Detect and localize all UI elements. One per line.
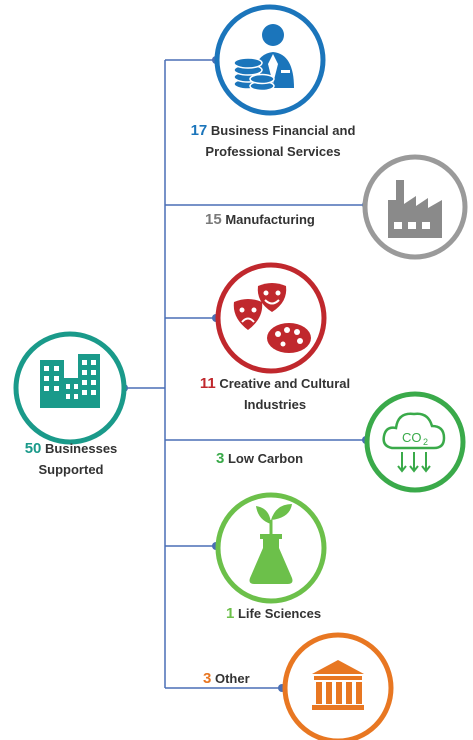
- sector-label-line2: Professional Services: [205, 144, 341, 159]
- sector-label-line1: Other: [214, 671, 250, 686]
- sector-count: 15: [205, 211, 222, 228]
- sector-count: 17: [190, 122, 208, 139]
- sector-label-line1: Creative and Cultural: [219, 376, 351, 391]
- sector-count: 3: [203, 670, 212, 687]
- sector-label-line1: Business Financial and: [210, 123, 356, 138]
- hub-label: 50 Businesses Supported: [6, 438, 136, 480]
- sector-label-creative: 11 Creative and Cultural Industries: [180, 373, 370, 415]
- institution-building-icon: [282, 632, 394, 740]
- sector-label-line1: Low Carbon: [227, 451, 304, 466]
- sector-count: 3: [216, 450, 225, 467]
- sector-label-line1: Manufacturing: [225, 212, 315, 227]
- sector-label-financial: 17 Business Financial and Professional S…: [178, 120, 368, 162]
- sector-label-manufacturing: 15 Manufacturing: [205, 209, 355, 230]
- hub-label-line2: Supported: [38, 462, 104, 477]
- svg-text:2: 2: [423, 437, 428, 447]
- sector-label-life-sciences: 1 Life Sciences: [226, 603, 366, 624]
- flask-leaf-icon: [215, 492, 327, 604]
- co2-cloud-icon: CO 2: [364, 391, 466, 493]
- theatre-masks-palette-icon: [215, 262, 327, 374]
- connector-lines: [124, 59, 366, 689]
- hub-label-line1: Businesses: [45, 441, 118, 456]
- sector-count: 11: [199, 375, 216, 392]
- sector-label-other: 3 Other: [203, 668, 283, 689]
- buildings-icon: [13, 331, 127, 445]
- businessman-coins-icon: [214, 4, 326, 116]
- factory-icon: [362, 154, 468, 260]
- svg-text:CO: CO: [402, 430, 422, 445]
- sector-label-low-carbon: 3 Low Carbon: [216, 448, 356, 469]
- sector-label-line1: Life Sciences: [237, 606, 322, 621]
- sector-label-line2: Industries: [243, 397, 307, 412]
- sector-count: 1: [226, 605, 235, 622]
- hub-count: 50: [24, 440, 42, 457]
